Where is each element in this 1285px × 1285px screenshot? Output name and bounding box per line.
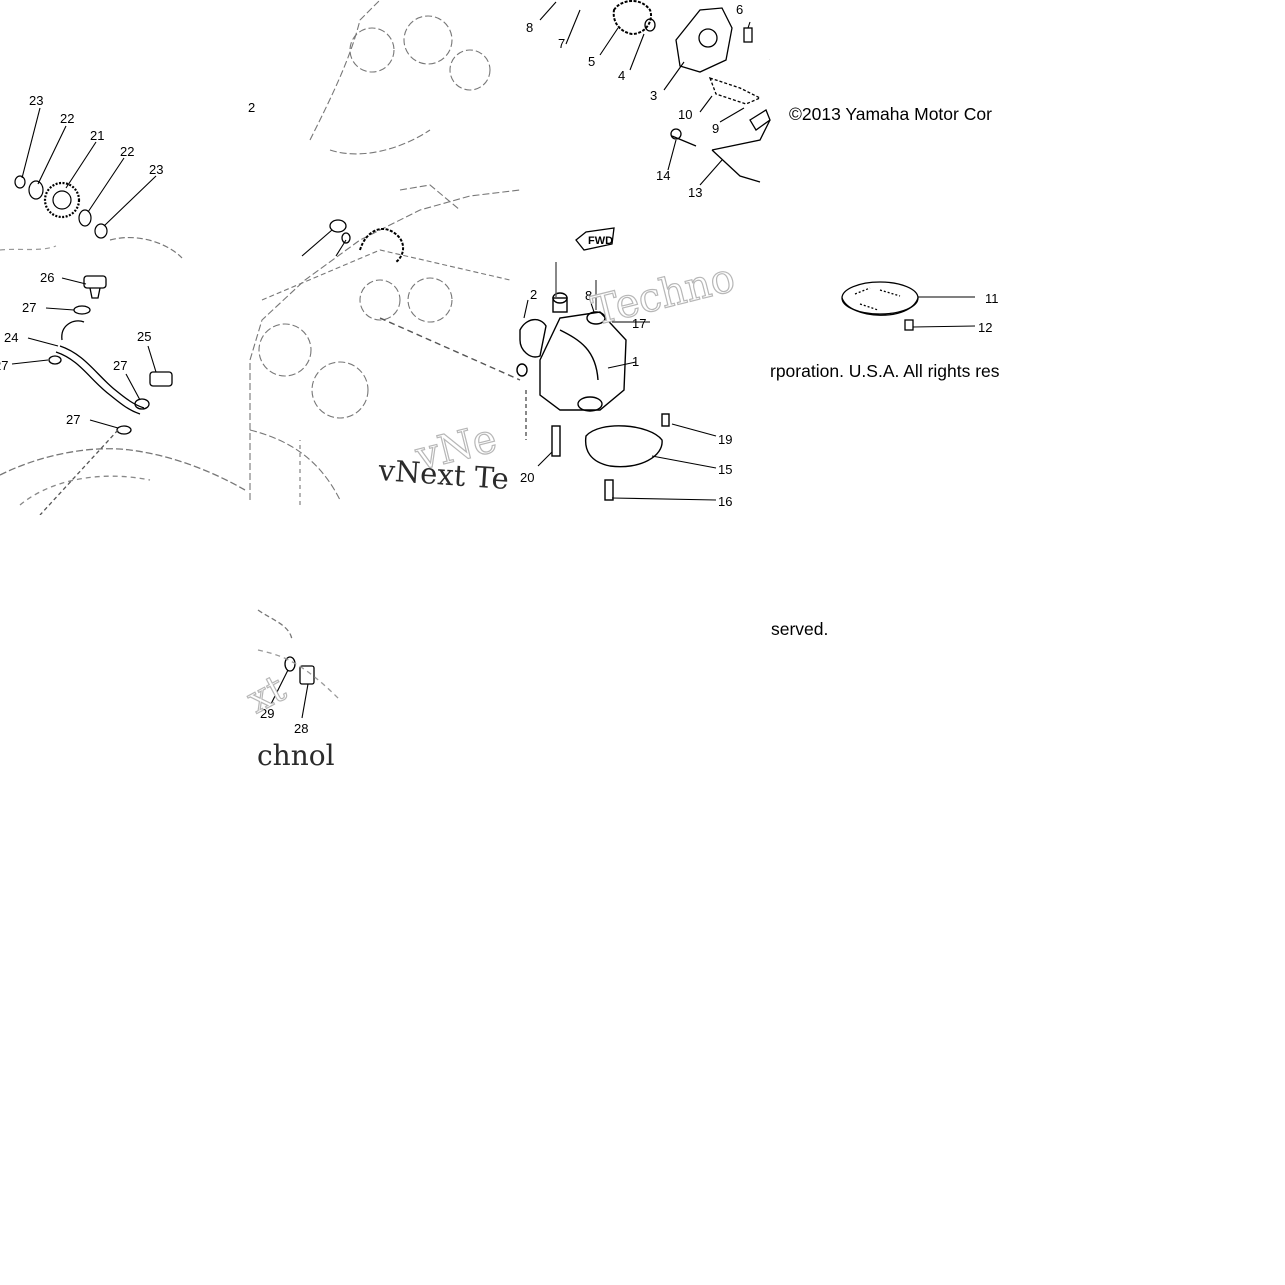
callout-22a: 22: [60, 111, 74, 126]
callout-2b: 2: [530, 287, 537, 302]
callout-22b: 22: [120, 144, 134, 159]
callout-19: 19: [718, 432, 732, 447]
svg-text:chnol: chnol: [257, 739, 335, 772]
callout-25: 25: [137, 329, 151, 344]
callout-3: 3: [650, 88, 657, 103]
callout-12: 12: [978, 320, 992, 335]
callout-23b: 23: [149, 162, 163, 177]
callout-27c: 27: [113, 358, 127, 373]
callout-23a: 23: [29, 93, 43, 108]
callout-11: 11: [985, 291, 999, 306]
callout-17: 17: [632, 316, 646, 331]
callout-1: 1: [632, 354, 639, 369]
callout-20: 20: [520, 470, 534, 485]
callout-29: 29: [260, 706, 274, 721]
callout-9: 9: [712, 121, 719, 136]
callout-14: 14: [656, 168, 670, 183]
svg-text:Techno: Techno: [587, 255, 739, 335]
oil-strainer-panel: [841, 281, 919, 331]
pump-cover-relief-valve-panel: [612, 0, 851, 183]
drive-gear-assembly: [329, 219, 404, 263]
idler-gear-panel: [0, 175, 183, 259]
callout-5: 5: [588, 54, 595, 69]
drain-bolt-panel: [257, 609, 341, 701]
copyright-line-1: ©2013 Yamaha Motor Cor: [789, 104, 992, 124]
callout-28: 28: [294, 721, 308, 736]
oil-delivery-pipe-panel: [0, 275, 246, 516]
callout-27b: 27: [0, 358, 8, 373]
fwd-arrow-tag: FWD: [575, 227, 615, 251]
callout-21: 21: [90, 128, 104, 143]
svg-text:xt: xt: [240, 666, 293, 722]
callout-10: 10: [678, 107, 692, 122]
callout-26: 26: [40, 270, 54, 285]
svg-text:FWD: FWD: [588, 235, 613, 247]
callout-8b: 8: [585, 288, 592, 303]
callout-2: 2: [248, 100, 255, 115]
callout-6: 6: [736, 2, 743, 17]
callout-27d: 27: [66, 412, 80, 427]
callout-15: 15: [718, 462, 732, 477]
copyright-line-2: rporation. U.S.A. All rights res: [770, 361, 1000, 381]
copyright-line-3: served.: [771, 619, 829, 639]
callout-8: 8: [526, 20, 533, 35]
callout-24: 24: [4, 330, 18, 345]
callout-16: 16: [718, 494, 732, 509]
callout-7: 7: [558, 36, 565, 51]
callout-13: 13: [688, 185, 702, 200]
engine-crankcase-outline: [249, 0, 521, 505]
callout-4: 4: [618, 68, 625, 83]
callout-27a: 27: [22, 300, 36, 315]
callout-numbers: 11 12 2 8 7 5 4 3 6 10 9 14 13 23 22 21 …: [0, 2, 999, 736]
leader-lines: [11, 1, 976, 719]
